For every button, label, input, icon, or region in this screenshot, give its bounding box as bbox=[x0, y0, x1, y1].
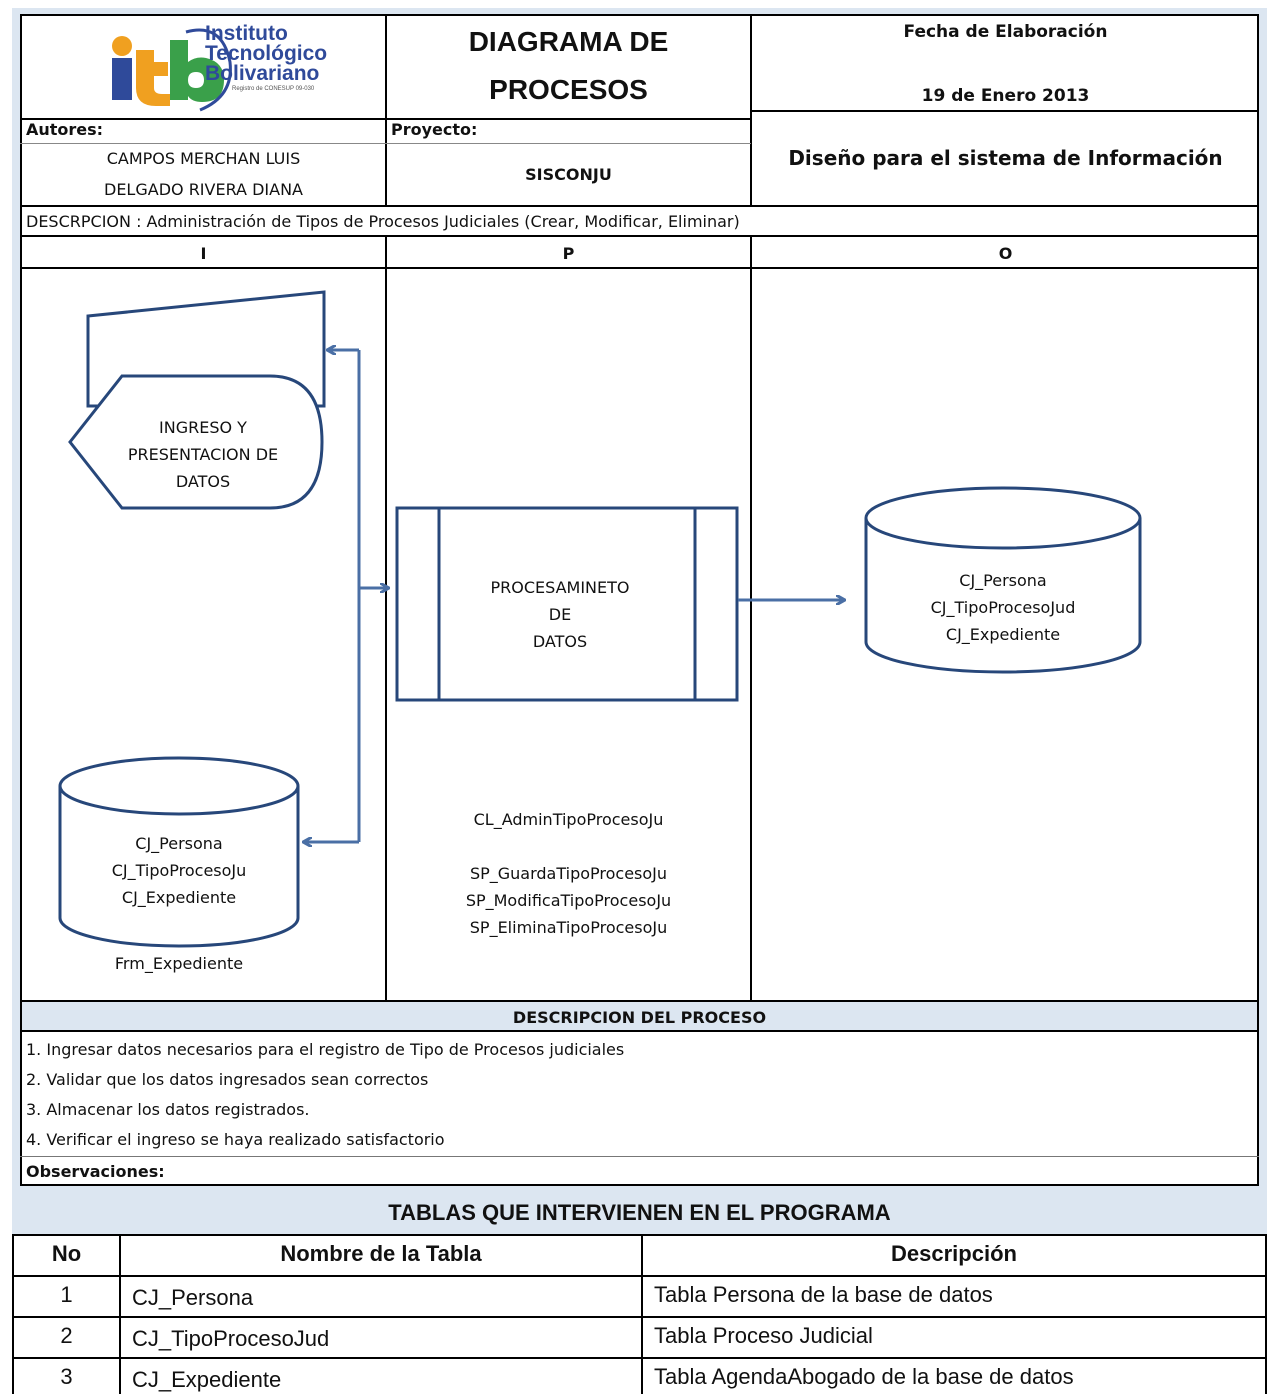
table-header-nombre: Nombre de la Tabla bbox=[280, 1241, 482, 1266]
autores-label: Autores: bbox=[26, 120, 104, 139]
proyecto-value: SISCONJU bbox=[525, 165, 612, 184]
display-line-2: PRESENTACION DE bbox=[127, 445, 279, 464]
table-row-1-no: 1 bbox=[60, 1282, 73, 1307]
autor1: CAMPOS MERCHAN LUIS bbox=[106, 149, 301, 168]
table-row-3-no: 3 bbox=[60, 1364, 73, 1389]
column-p-header: P bbox=[562, 244, 575, 263]
class-name: CL_AdminTipoProcesoJu bbox=[473, 810, 664, 829]
table-row-2-no: 2 bbox=[60, 1323, 73, 1348]
output-db-line-2: CJ_TipoProcesoJud bbox=[930, 598, 1076, 617]
input-connector-arrows bbox=[304, 350, 388, 842]
tables-grid bbox=[12, 1234, 1267, 1394]
display-shape bbox=[68, 374, 324, 510]
logo-registro: Registro de CONESUP 09-030 bbox=[232, 86, 315, 92]
process-description-header bbox=[20, 1000, 1259, 1032]
process-description-title: DESCRIPCION DEL PROCESO bbox=[512, 1008, 767, 1027]
process-box-shape bbox=[395, 506, 739, 702]
logo-line1: Instituto bbox=[205, 22, 288, 45]
descripcion-text: DESCRPCION : Administración de Tipos de … bbox=[26, 212, 740, 231]
process-steps-box bbox=[20, 1032, 1259, 1186]
column-o-header: O bbox=[998, 244, 1013, 263]
display-line-1: INGRESO Y bbox=[159, 418, 247, 437]
title-line2: PROCESOS bbox=[489, 74, 648, 105]
process-step-3: 3. Almacenar los datos registrados. bbox=[26, 1100, 310, 1119]
input-db-line-3: CJ_Expediente bbox=[121, 888, 237, 907]
title-line1: DIAGRAMA DE bbox=[468, 26, 669, 57]
process-line-2: DE bbox=[548, 605, 572, 624]
logo-line2: Tecnológico bbox=[205, 42, 328, 65]
process-step-4: 4. Verificar el ingreso se haya realizad… bbox=[26, 1130, 445, 1149]
output-db-line-1: CJ_Persona bbox=[959, 571, 1047, 590]
input-db-line-1: CJ_Persona bbox=[135, 834, 223, 853]
output-db-line-3: CJ_Expediente bbox=[945, 625, 1061, 644]
fecha-label: Fecha de Elaboración bbox=[903, 22, 1108, 42]
process-line-1: PROCESAMINETO bbox=[490, 578, 630, 597]
observaciones-label: Observaciones: bbox=[26, 1162, 165, 1181]
ipo-header-row bbox=[20, 237, 1259, 269]
table-row-3-nombre: CJ_Expediente bbox=[132, 1367, 282, 1392]
process-line-3: DATOS bbox=[532, 632, 588, 651]
table-row-2-descripcion: Tabla Proceso Judicial bbox=[654, 1323, 873, 1348]
procedure-1: SP_GuardaTipoProcesoJu bbox=[469, 864, 668, 883]
table-row-1-descripcion: Tabla Persona de la base de datos bbox=[654, 1282, 993, 1307]
proyecto-label: Proyecto: bbox=[391, 120, 478, 139]
input-database-icon bbox=[58, 756, 300, 948]
column-i-header: I bbox=[200, 244, 207, 263]
input-db-line-2: CJ_TipoProcesoJu bbox=[111, 861, 247, 880]
table-row-2-nombre: CJ_TipoProcesoJud bbox=[132, 1326, 330, 1351]
form-name: Frm_Expediente bbox=[114, 954, 244, 973]
logo-line3: Bolivariano bbox=[205, 62, 320, 85]
diseno-title: Diseño para el sistema de Información bbox=[788, 146, 1223, 170]
itb-logo bbox=[100, 20, 360, 116]
display-line-3: DATOS bbox=[175, 472, 231, 491]
fecha-value: 19 de Enero 2013 bbox=[921, 86, 1090, 106]
autor2: DELGADO RIVERA DIANA bbox=[104, 180, 303, 199]
table-row-1-nombre: CJ_Persona bbox=[132, 1285, 254, 1310]
table-header-no: No bbox=[51, 1241, 82, 1266]
table-row-3-descripcion: Tabla AgendaAbogado de la base de datos bbox=[654, 1364, 1074, 1389]
itb-logo-mark bbox=[112, 28, 232, 112]
table-header-descripcion: Descripción bbox=[891, 1241, 1017, 1266]
procedure-2: SP_ModificaTipoProcesoJu bbox=[465, 891, 672, 910]
process-step-1: 1. Ingresar datos necesarios para el reg… bbox=[26, 1040, 625, 1059]
tables-title: TABLAS QUE INTERVIENEN EN EL PROGRAMA bbox=[388, 1200, 891, 1225]
process-step-2: 2. Validar que los datos ingresados sean… bbox=[26, 1070, 429, 1089]
procedure-3: SP_EliminaTipoProcesoJu bbox=[469, 918, 668, 937]
output-database-icon bbox=[864, 486, 1142, 674]
